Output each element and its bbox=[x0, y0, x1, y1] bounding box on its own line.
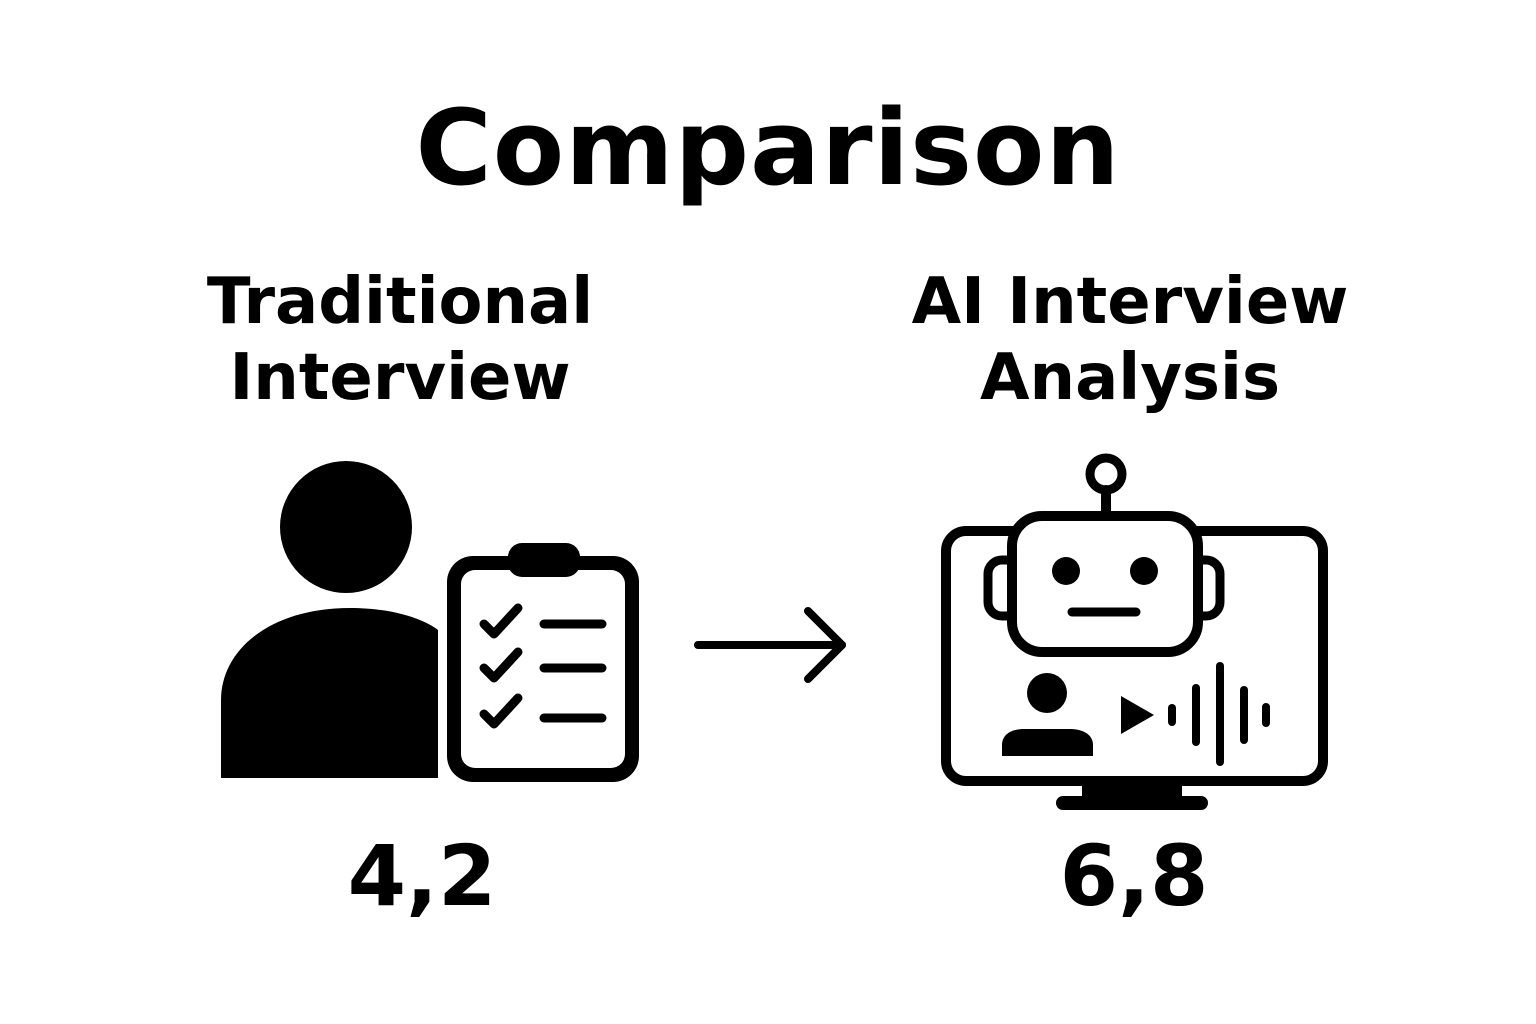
traditional-interview-illustration bbox=[221, 461, 639, 782]
traditional-heading-line2: Interview bbox=[229, 341, 571, 415]
ai-heading: AI Interview Analysis bbox=[880, 264, 1380, 416]
traditional-heading: Traditional Interview bbox=[150, 264, 650, 416]
page-title: Comparison bbox=[415, 87, 1121, 209]
ai-heading-line2: Analysis bbox=[979, 341, 1281, 415]
play-icon bbox=[1121, 696, 1154, 734]
clipboard-checklist-icon bbox=[447, 543, 639, 782]
ai-heading-line1: AI Interview bbox=[911, 265, 1349, 339]
traditional-score: 4,2 bbox=[347, 827, 497, 925]
person-icon bbox=[1002, 673, 1093, 756]
ai-score: 6,8 bbox=[1059, 827, 1209, 925]
person-icon bbox=[221, 461, 438, 778]
ai-interview-illustration bbox=[941, 453, 1328, 810]
robot-monitor-icon bbox=[941, 453, 1328, 810]
sound-wave-icon bbox=[1168, 662, 1270, 766]
arrow-right-icon bbox=[694, 607, 846, 683]
traditional-heading-line1: Traditional bbox=[206, 265, 594, 339]
